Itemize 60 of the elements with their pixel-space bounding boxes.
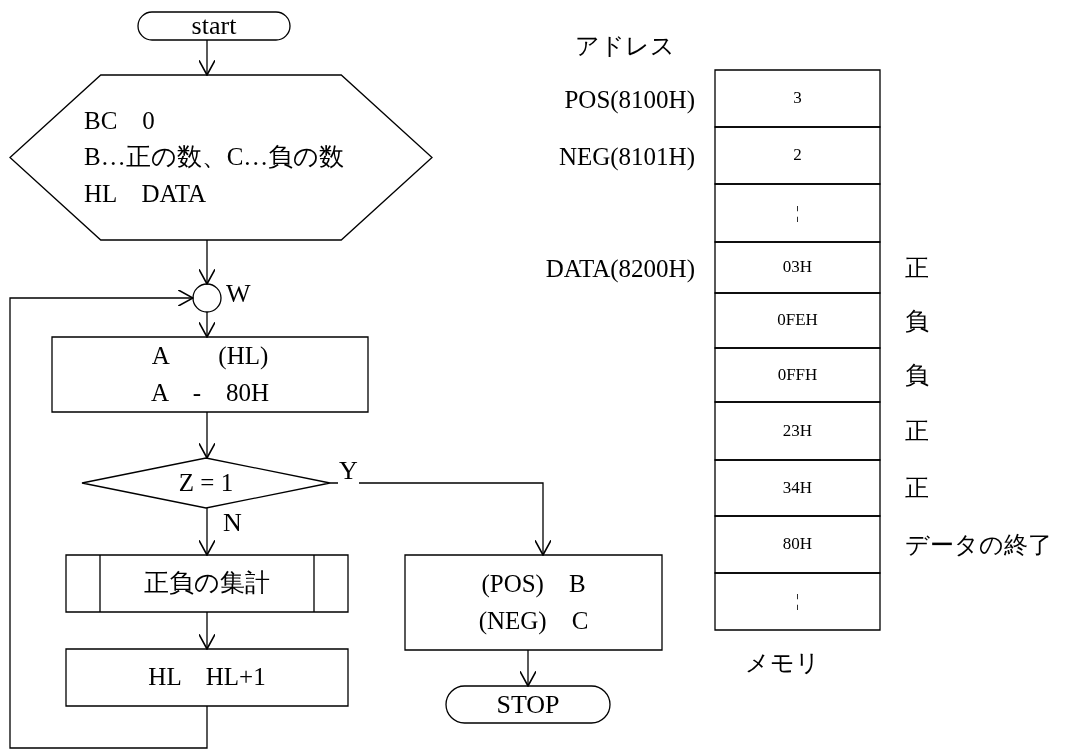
beside-label: 正: [905, 476, 929, 500]
beside-label: NEG(8101H): [558, 143, 695, 169]
preparation-hexagon: [10, 75, 432, 240]
process-box: [52, 337, 368, 412]
arrow: [329, 482, 552, 556]
process-box: [66, 649, 348, 706]
beside-label: 負: [905, 363, 929, 387]
process-box: [405, 555, 662, 650]
beside-label: 正: [905, 255, 929, 280]
memory-cell: [715, 184, 880, 242]
node-text: (POS) B: [481, 569, 586, 600]
cell-value: 0FEH: [777, 309, 818, 332]
heading-label: メモリ: [745, 648, 820, 679]
cell-value: 80H: [782, 533, 813, 556]
memory-cell: [715, 348, 880, 402]
decision-diamond: [82, 458, 330, 508]
node-text: A - 80H: [150, 377, 270, 408]
connector-circle: [193, 284, 221, 312]
heading-label: アドレス: [575, 31, 675, 62]
cell-value: 23H: [782, 419, 813, 442]
memory-cell: [715, 293, 880, 348]
memory-cell: [715, 127, 880, 184]
arrow: [198, 411, 216, 459]
beside-label: POS(8100H): [564, 86, 695, 112]
node-text: A (HL): [151, 341, 269, 372]
node-text: 正負の集計: [144, 568, 270, 599]
cell-value: 2: [793, 144, 802, 167]
beside-label: W: [226, 281, 251, 307]
beside-label: 負: [905, 308, 929, 333]
memory-cell: [715, 460, 880, 516]
memory-cell: [715, 70, 880, 127]
node-text: (NEG) C: [478, 605, 589, 637]
beside-label: データの終了: [905, 532, 1052, 557]
arrow: [198, 239, 216, 285]
node-text: Z = 1: [178, 467, 234, 498]
arrow: [198, 507, 216, 556]
arrow: [9, 289, 208, 749]
predefined-process-box: [66, 555, 348, 612]
node-text: BC 0: [84, 106, 155, 137]
memory-cell: [715, 516, 880, 573]
cell-value: 0FFH: [777, 363, 818, 386]
arrow: [198, 611, 216, 650]
memory-cell: [715, 242, 880, 293]
beside-label: DATA(8200H): [545, 255, 695, 281]
node-text: HL HL+1: [148, 662, 266, 693]
node-text: STOP: [496, 688, 560, 721]
node-text: B…正の数、C…負の数: [84, 142, 345, 173]
beside-label: 正: [905, 419, 929, 443]
memory-cell: [715, 573, 880, 630]
arrow: [519, 649, 537, 687]
arrow: [198, 311, 216, 338]
cell-value: 34H: [782, 476, 813, 499]
cell-value: 3: [793, 87, 802, 110]
node-text: HL DATA: [84, 178, 207, 209]
cell-value: 03H: [782, 256, 813, 279]
arrow: [198, 39, 216, 76]
memory-cell: [715, 402, 880, 460]
cell-value: ¦: [795, 201, 800, 224]
node-text: start: [191, 10, 237, 43]
cell-value: ¦: [795, 590, 800, 613]
